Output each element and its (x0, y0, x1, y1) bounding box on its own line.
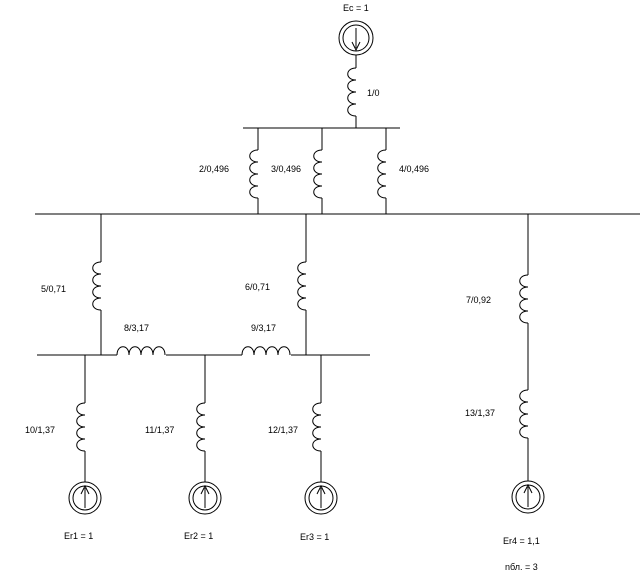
label-x7: 7/0,92 (466, 295, 491, 305)
coil-2 (249, 149, 259, 199)
coil-12 (312, 402, 322, 452)
label-ec: Ec = 1 (343, 3, 369, 13)
label-x12: 12/1,37 (268, 425, 298, 435)
label-er2: Er2 = 1 (184, 531, 213, 541)
label-x8: 8/3,17 (124, 323, 149, 333)
coil-8 (116, 346, 166, 356)
label-er1: Er1 = 1 (64, 531, 93, 541)
coil-5 (92, 261, 102, 311)
source-er2 (188, 481, 222, 515)
label-x13: 13/1,37 (465, 408, 495, 418)
coil-3 (313, 149, 323, 199)
coil-9 (241, 346, 291, 356)
source-er4 (511, 480, 545, 514)
source-er3 (304, 481, 338, 515)
coil-6 (297, 261, 307, 311)
coil-11 (196, 402, 206, 452)
source-er1 (68, 481, 102, 515)
label-x3: 3/0,496 (271, 164, 301, 174)
source-ec (338, 20, 374, 56)
label-er3: Er3 = 1 (300, 532, 329, 542)
coil-4 (377, 149, 387, 199)
coil-1 (347, 67, 357, 117)
label-er4: Er4 = 1,1 (503, 536, 540, 546)
label-x10: 10/1,37 (25, 425, 55, 435)
label-x6: 6/0,71 (245, 282, 270, 292)
label-x4: 4/0,496 (399, 164, 429, 174)
coil-13 (519, 389, 529, 439)
label-x11: 11/1,37 (145, 425, 174, 435)
label-nbl: nбл. = 3 (505, 562, 538, 572)
coil-7 (519, 274, 529, 324)
label-x9: 9/3,17 (251, 323, 276, 333)
label-x2: 2/0,496 (199, 164, 229, 174)
label-x1: 1/0 (367, 88, 380, 98)
coil-10 (76, 402, 86, 452)
label-x5: 5/0,71 (41, 284, 66, 294)
